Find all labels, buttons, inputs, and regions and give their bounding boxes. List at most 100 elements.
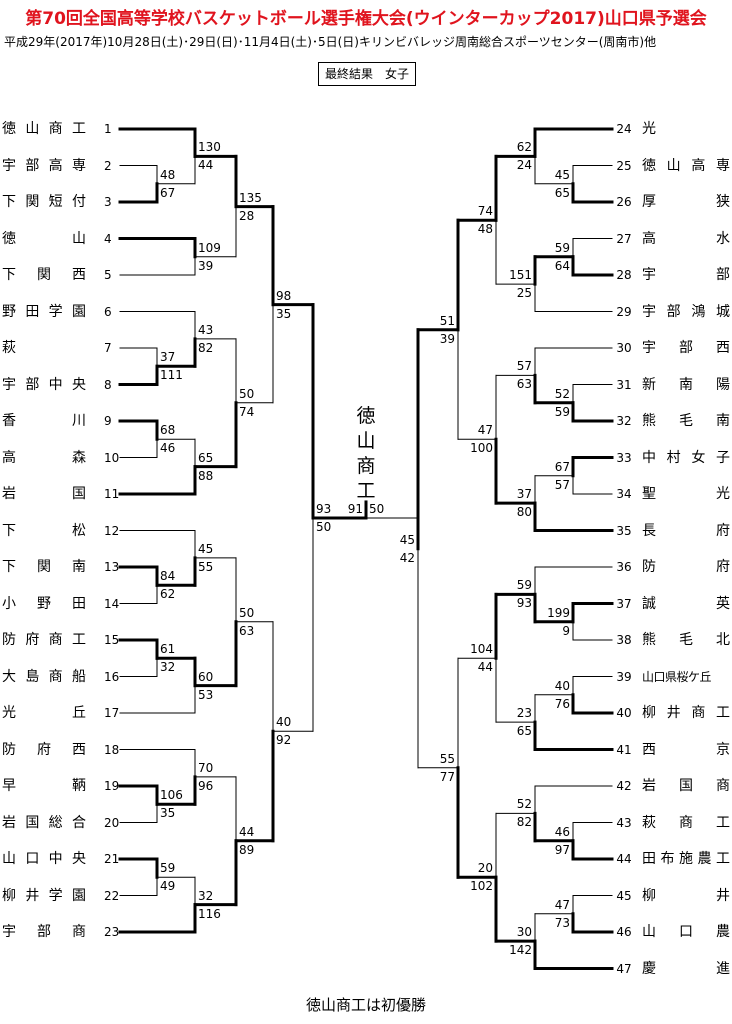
match-score: 63 (239, 623, 255, 638)
match-score: 46 (160, 441, 176, 456)
footer-note: 徳山商工は初優勝 (305, 996, 426, 1014)
team-name: 柳井学園 (2, 887, 86, 904)
team-name: 宇部西 (642, 340, 730, 356)
match-score: 76 (554, 696, 570, 711)
team-name: 田布施農工 (642, 851, 730, 867)
match-score: 40 (554, 678, 570, 693)
team-number: 31 (616, 377, 632, 392)
team-number: 33 (616, 450, 632, 465)
team-number: 23 (104, 925, 120, 939)
match-score: 80 (516, 505, 532, 520)
team-name: 柳井 (642, 887, 730, 904)
match-score: 93 (516, 596, 532, 611)
match-score: 57 (516, 359, 532, 374)
team-name: 下関西 (2, 267, 86, 283)
team-number: 2 (104, 158, 112, 173)
team-number: 20 (104, 815, 120, 830)
match-score: 111 (160, 368, 183, 383)
match-score: 47 (554, 897, 570, 912)
team-name: 徳山 (2, 230, 86, 247)
match-score: 91 (347, 501, 363, 516)
team-number: 15 (104, 633, 120, 647)
team-number: 47 (616, 961, 632, 976)
team-entry: 野田学園 6 (2, 302, 120, 322)
match-score: 65 (198, 450, 214, 465)
match-score: 62 (160, 587, 176, 602)
team-number: 41 (616, 742, 632, 757)
match-score: 35 (276, 306, 292, 321)
match-score: 142 (509, 943, 532, 958)
team-number: 44 (616, 852, 632, 866)
match-score: 51 (439, 313, 455, 328)
team-entry: 30 宇部西 (612, 338, 732, 358)
team-name: 高森 (2, 449, 86, 466)
team-name: 光丘 (2, 705, 86, 721)
team-name: 熊毛北 (642, 632, 730, 648)
team-number: 6 (104, 304, 112, 319)
team-number: 8 (104, 377, 112, 392)
team-number: 30 (616, 341, 632, 355)
match-score: 60 (198, 669, 214, 684)
match-score: 47 (477, 423, 493, 438)
champion-name: 徳山商工 (356, 405, 376, 502)
match-score: 88 (198, 468, 214, 483)
match-score: 9 (562, 623, 570, 638)
team-number: 40 (616, 706, 632, 720)
match-score: 32 (198, 888, 214, 903)
match-score: 48 (160, 167, 176, 182)
match-score: 61 (160, 642, 176, 657)
match-score: 102 (470, 879, 493, 894)
team-number: 4 (104, 231, 112, 246)
team-number: 45 (616, 888, 632, 903)
team-entry: 光丘 17 (2, 703, 120, 723)
match-score: 44 (198, 158, 214, 173)
team-name: 下関南 (2, 559, 86, 575)
team-name: 下松 (2, 522, 86, 539)
match-score: 45 (554, 167, 570, 182)
team-name: 野田学園 (2, 303, 86, 320)
team-number: 24 (616, 122, 632, 136)
team-number: 18 (104, 742, 120, 757)
match-score: 37 (160, 350, 176, 365)
team-entry: 徳山 4 (2, 229, 120, 249)
match-score: 55 (198, 559, 214, 574)
team-number: 16 (104, 669, 120, 684)
team-name: 熊毛南 (642, 413, 730, 429)
team-name: 徳山商工 (2, 121, 86, 137)
team-number: 22 (104, 888, 120, 903)
team-number: 39 (616, 669, 632, 684)
match-score: 50 (239, 386, 255, 401)
team-number: 17 (104, 706, 120, 720)
team-name: 萩商工 (642, 814, 730, 831)
tournament-title: 第70回全国高等学校バスケットボール選手権大会(ウインターカップ2017)山口県… (25, 9, 707, 29)
team-name: 宇部中央 (2, 376, 86, 393)
team-entry: 山口中央 21 (2, 849, 120, 869)
team-name: 山口中央 (2, 851, 86, 867)
match-score: 43 (198, 322, 214, 337)
match-score: 89 (239, 842, 255, 857)
match-score: 62 (516, 140, 532, 155)
match-score: 37 (516, 487, 532, 502)
match-score: 39 (439, 331, 455, 346)
team-number: 34 (616, 487, 632, 501)
match-score: 24 (516, 158, 532, 173)
team-entry: 宇部中央 8 (2, 375, 120, 395)
match-score: 59 (160, 861, 176, 876)
match-score: 42 (399, 550, 415, 565)
team-number: 21 (104, 852, 120, 866)
match-score: 28 (239, 208, 255, 223)
